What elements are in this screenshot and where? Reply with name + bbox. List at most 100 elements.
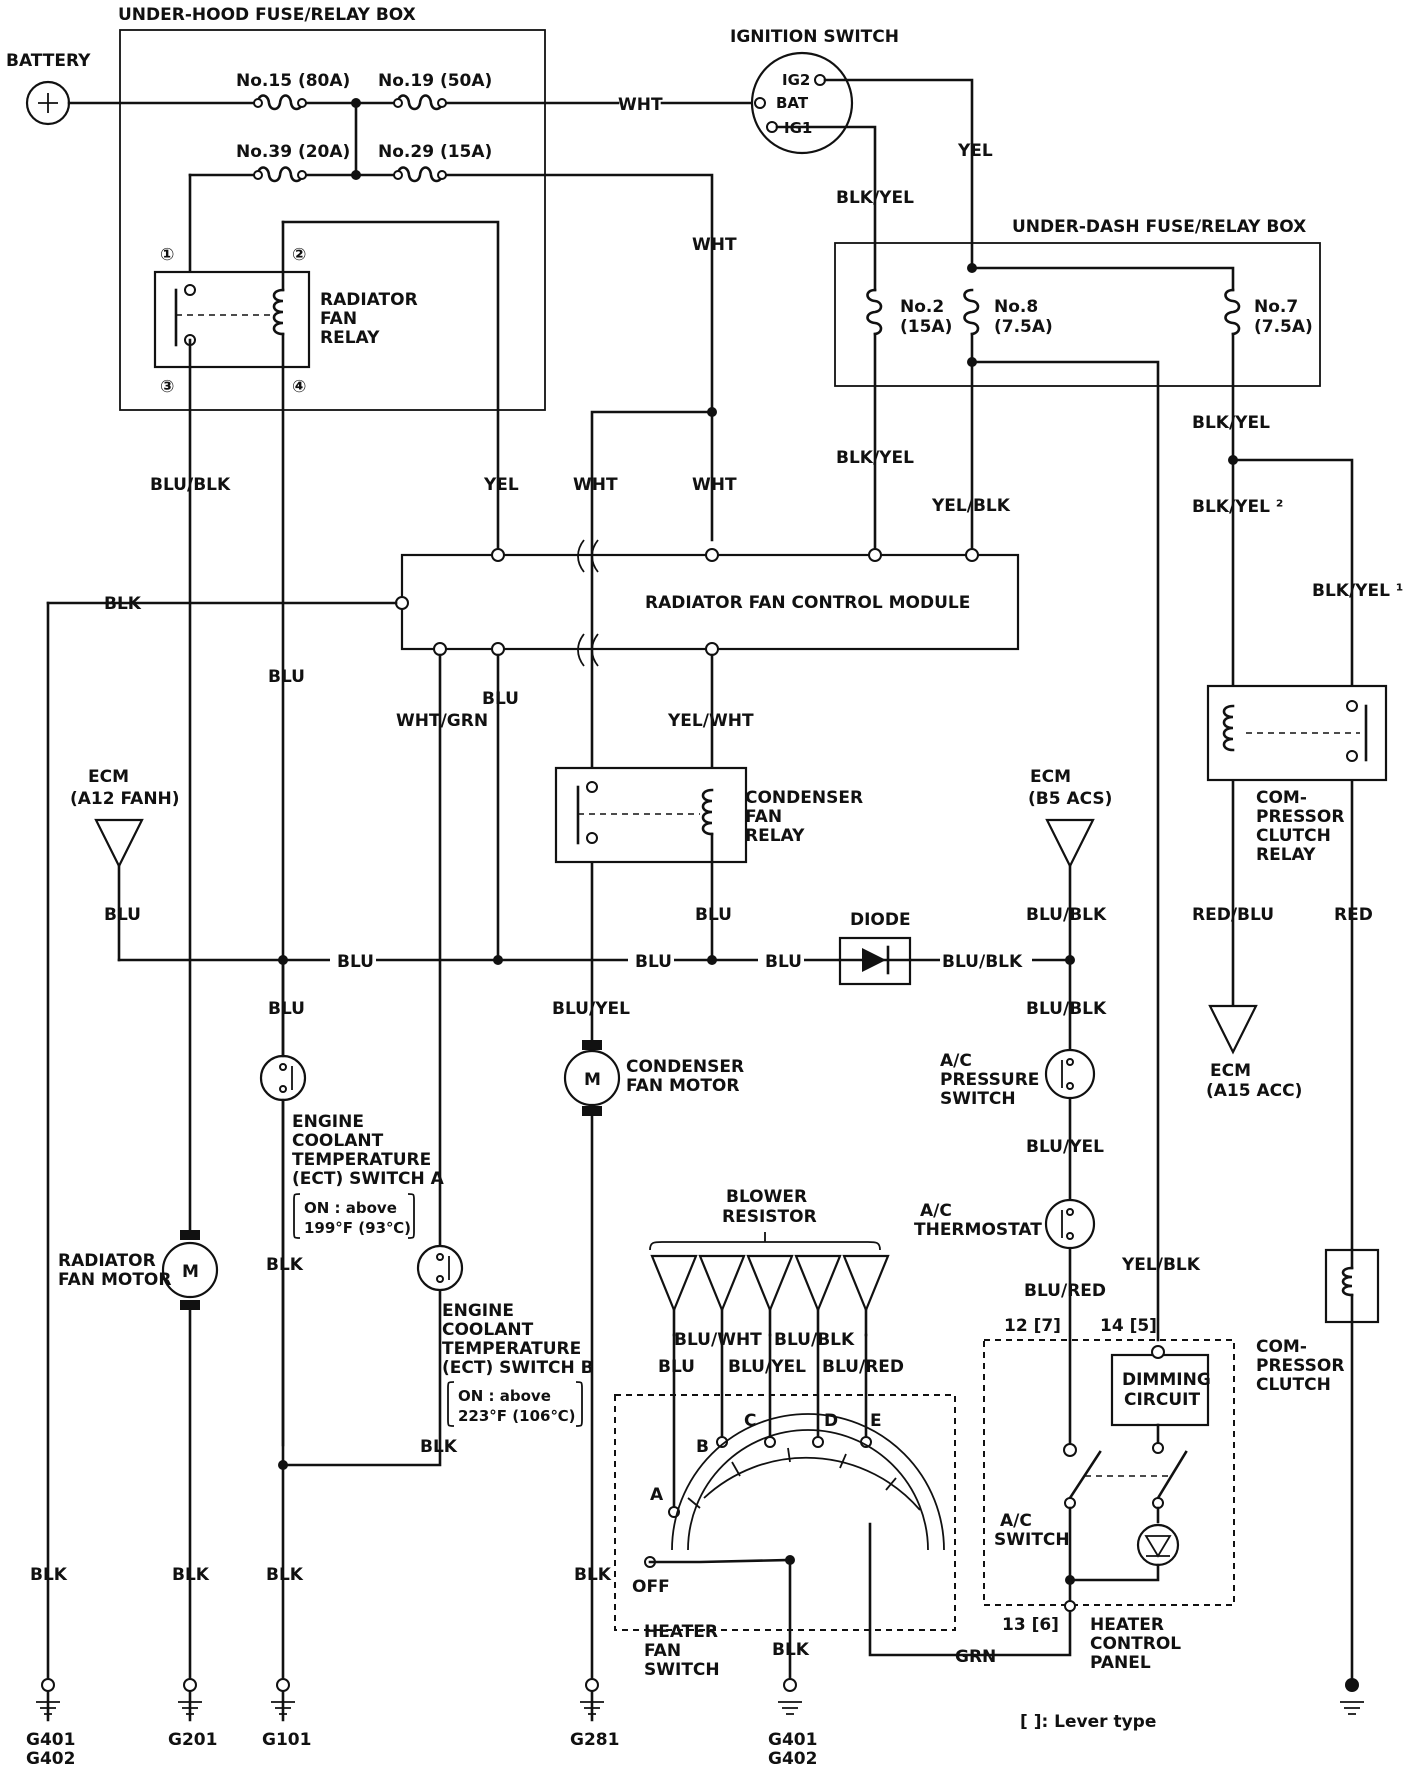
wire-label-blu-yel-ac: BLU/YEL [1026, 1137, 1104, 1157]
ect-switch-b [416, 1244, 464, 1292]
heater-control-panel-label-2: CONTROL [1090, 1634, 1181, 1654]
ect-a-label-3: TEMPERATURE [292, 1150, 431, 1170]
wire-label-grn: GRN [955, 1647, 996, 1667]
wire-label-blu-blk-ecm: BLU/BLK [1026, 905, 1107, 925]
ground-g401-g402-left [36, 1678, 60, 1715]
wire-label-blu-ect: BLU [268, 999, 305, 1019]
compressor-relay-label-1: COM- [1256, 788, 1307, 808]
fan-position-off: OFF [632, 1577, 670, 1597]
dimming-label-2: CIRCUIT [1124, 1390, 1200, 1410]
wire-label-blk-ecta: BLK [266, 1255, 304, 1275]
wire-label-blu-blk-relay: BLU/BLK [150, 475, 231, 495]
radiator-fan-relay-label-2: FAN [320, 309, 357, 329]
condenser-fan-relay-label-2: FAN [745, 807, 782, 827]
ground-label-g2: G201 [168, 1730, 217, 1750]
ect-b-label-3: TEMPERATURE [442, 1339, 581, 1359]
fan-position-a: A [650, 1485, 664, 1505]
ignition-bat: BAT [776, 94, 809, 112]
fuse-no15 [256, 94, 304, 111]
wire-label-yel-blk-no8: YEL/BLK [931, 496, 1011, 516]
wire-label-wht-grn: WHT/GRN [396, 711, 488, 731]
condenser-fan-motor [563, 1049, 621, 1107]
ecm-acc-symbol [1208, 1004, 1258, 1055]
ecm-acs-symbol [1045, 818, 1095, 869]
ect-b-label-2: COOLANT [442, 1320, 534, 1340]
wire-label-blk-slash: BLU/BLK [774, 1330, 855, 1350]
condenser-fan-motor-symbol: M [584, 1070, 601, 1090]
under-hood-box-title: UNDER-HOOD FUSE/RELAY BOX [118, 5, 416, 25]
ecm-acc-label-2: (A15 ACC) [1206, 1081, 1302, 1101]
condenser-relay-coil [701, 788, 714, 836]
fuse-no2 [866, 288, 883, 336]
fuse-no19 [396, 94, 444, 111]
fuse-no8-label: No.8 [994, 297, 1038, 317]
wire-label-blu-wht: BLU/WHT [674, 1330, 762, 1350]
wire-label-blk-yel1: BLK/YEL ¹ [1312, 581, 1403, 601]
wire-label-wht-top: WHT [618, 95, 663, 115]
blower-resistor-label-1: BLOWER [726, 1187, 807, 1207]
ground-g401-g402-right [778, 1678, 802, 1715]
ac-switch-label-1: A/C [1000, 1511, 1032, 1531]
wire-label-blu-h3: BLU [765, 952, 802, 972]
ground-g281 [580, 1678, 604, 1715]
ac-thermostat [1044, 1198, 1096, 1250]
wire-label-blk-yel2: BLK/YEL ² [1192, 497, 1283, 517]
ground-compressor [1340, 1678, 1364, 1715]
pin-12: 12 [7] [1004, 1316, 1061, 1336]
wire-label-yel-blk-dim: YEL/BLK [1121, 1255, 1201, 1275]
ect-switch-a [259, 1054, 307, 1102]
wire-label-red-blu: RED/BLU [1192, 905, 1274, 925]
comp-clutch-label-1: COM- [1256, 1337, 1307, 1357]
ac-pressure-label-1: A/C [940, 1051, 972, 1071]
dimming-circuit [1110, 1353, 1210, 1427]
wire-label-blu-res: BLU [658, 1357, 695, 1377]
blower-resistor-label-2: RESISTOR [722, 1207, 817, 1227]
wire-label-blu-yel-motor: BLU/YEL [552, 999, 630, 1019]
radiator-relay-coil [272, 288, 285, 336]
compressor-relay-label-2: PRESSOR [1256, 807, 1344, 827]
wire-label-blk-ectb: BLK [420, 1437, 458, 1457]
condenser-fan-motor-label-2: FAN MOTOR [626, 1076, 739, 1096]
fan-position-e: E [870, 1411, 882, 1431]
wire-label-wht-cond: WHT [573, 475, 618, 495]
ac-pressure-switch [1044, 1048, 1096, 1100]
wire-label-blk-yel-ig1: BLK/YEL [836, 188, 914, 208]
wire-label-blu-red-res: BLU/RED [822, 1357, 904, 1377]
fuse-no7-rating: (7.5A) [1254, 317, 1313, 337]
lever-type-note: [ ]: Lever type [1020, 1712, 1156, 1732]
ect-b-label-1: ENGINE [442, 1301, 514, 1321]
heater-fan-switch-label-3: SWITCH [644, 1660, 720, 1680]
relay-pin-1: ① [160, 245, 174, 265]
ect-b-spec-1: ON : above [458, 1387, 551, 1405]
heater-fan-switch-label-2: FAN [644, 1641, 681, 1661]
ac-thermostat-label-1: A/C [920, 1201, 952, 1221]
ect-a-label-2: COOLANT [292, 1131, 384, 1151]
compressor-relay-label-4: RELAY [1256, 845, 1316, 865]
wire-label-blk-yel-no7: BLK/YEL [1192, 413, 1270, 433]
ect-a-label-1: ENGINE [292, 1112, 364, 1132]
compressor-relay-coil [1222, 704, 1235, 752]
ac-thermostat-label-2: THERMOSTAT [914, 1220, 1042, 1240]
ecm-acc-label-1: ECM [1210, 1061, 1251, 1081]
pin-13: 13 [6] [1002, 1615, 1059, 1635]
ect-b-label-4: (ECT) SWITCH B [442, 1358, 594, 1378]
condenser-fan-relay-label-3: RELAY [745, 826, 805, 846]
wire-label-blu-module: BLU [482, 689, 519, 709]
wire-label-wht-right: WHT [692, 235, 737, 255]
ecm-fanh-label-2: (A12 FANH) [70, 789, 180, 809]
comp-clutch-label-2: PRESSOR [1256, 1356, 1344, 1376]
relay-pin-3: ③ [160, 377, 174, 397]
ac-pressure-label-3: SWITCH [940, 1089, 1016, 1109]
wire-label-blu-condrelay: BLU [695, 905, 732, 925]
wire-label-red: RED [1334, 905, 1373, 925]
fuse-no2-label: No.2 [900, 297, 944, 317]
wire-label-blu-h1: BLU [337, 952, 374, 972]
ecm-acs-label-2: (B5 ACS) [1028, 789, 1112, 809]
heater-fan-switch [614, 1394, 956, 1631]
heater-control-panel-label-1: HEATER [1090, 1615, 1164, 1635]
ignition-switch-title: IGNITION SWITCH [730, 27, 899, 47]
ignition-ig2: IG2 [782, 71, 810, 89]
under-dash-box-title: UNDER-DASH FUSE/RELAY BOX [1012, 217, 1306, 237]
ground-label-g5-a: G401 [768, 1730, 817, 1750]
fuse-no2-rating: (15A) [900, 317, 952, 337]
